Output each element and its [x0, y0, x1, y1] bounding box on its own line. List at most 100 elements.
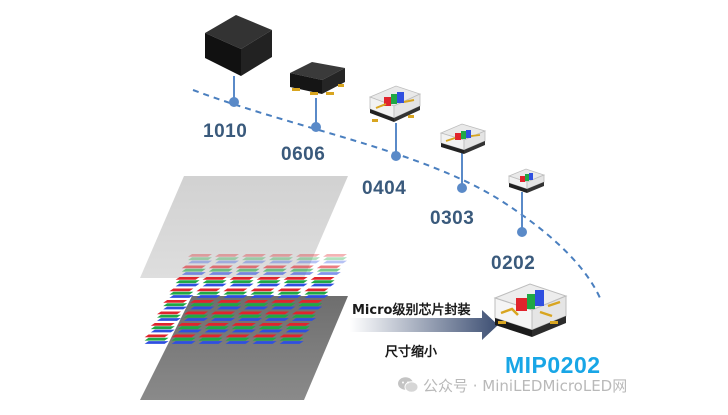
connector-0303: [457, 152, 467, 193]
led-stripe: [279, 337, 304, 341]
led-stripe: [258, 326, 283, 330]
led-stripe: [262, 268, 287, 272]
led-stripe: [229, 283, 254, 287]
led-stripe: [208, 272, 233, 275]
led-stripe: [163, 303, 188, 307]
led-stripe: [304, 291, 329, 295]
led-stripe: [238, 311, 262, 315]
led-stripe: [188, 254, 212, 257]
led-stripe: [304, 295, 329, 298]
led-stripe: [310, 277, 335, 280]
led-stripe: [171, 341, 196, 344]
led-stripe: [163, 300, 188, 303]
led-stripe: [323, 257, 347, 261]
led-stripe: [242, 257, 266, 261]
led-stripe: [244, 306, 269, 310]
led-stripe: [231, 323, 256, 326]
arrow-top-label: Micro级别芯片封装: [352, 303, 471, 318]
led-stripe: [211, 318, 235, 321]
led-stripe: [250, 291, 275, 295]
led-stripe: [262, 265, 287, 269]
led-stripe: [229, 280, 254, 284]
led-stripe: [217, 300, 242, 303]
led-stripe: [283, 277, 308, 280]
led-stripe: [289, 265, 314, 269]
connector-0404: [391, 123, 401, 161]
led-stripe: [289, 268, 314, 272]
led-stripe: [202, 283, 227, 287]
led-stripe: [296, 257, 320, 261]
wechat-icon: [398, 377, 419, 393]
led-stripe: [204, 326, 229, 330]
led-stripe: [244, 300, 269, 303]
led-stripe: [169, 295, 194, 298]
led-stripe: [285, 326, 310, 330]
led-stripe: [292, 314, 316, 318]
led-stripe: [215, 257, 239, 261]
led-stripe: [150, 323, 175, 326]
size-label-1010: 1010: [203, 121, 248, 142]
size-trend-curve: [192, 89, 601, 299]
led-stripe: [231, 329, 256, 333]
led-stripe: [271, 300, 296, 303]
size-label-0202: 0202: [491, 253, 536, 274]
led-stripe: [258, 323, 283, 326]
led-stripe: [223, 295, 248, 298]
led-stripe: [177, 329, 202, 333]
substrate-panel: [140, 296, 348, 400]
led-stripe: [258, 329, 283, 333]
led-stripe: [196, 295, 221, 298]
led-stripe: [252, 341, 277, 344]
led-stripe: [171, 337, 196, 341]
led-stripe: [198, 341, 223, 344]
arrow-bottom-label: 尺寸缩小: [385, 345, 438, 360]
led-stripe: [188, 260, 212, 264]
watermark-text: 公众号 · MiniLEDMicroLED网: [423, 377, 628, 395]
led-stripe: [256, 277, 281, 280]
led-stripe: [262, 272, 287, 275]
led-stripe: [310, 283, 335, 287]
led-stripe: [190, 303, 215, 307]
led-stripe: [190, 306, 215, 310]
led-stripe: [163, 306, 188, 310]
led-stripe: [250, 288, 275, 292]
led-stripe: [175, 280, 200, 284]
led-stripe: [181, 265, 206, 269]
led-stripe: [242, 260, 266, 264]
led-stripe: [252, 337, 277, 341]
led-stripe: [217, 303, 242, 307]
led-stripe: [157, 311, 181, 315]
led-stripe: [225, 334, 250, 338]
led-stripe: [271, 303, 296, 307]
led-stripe: [196, 291, 221, 295]
led-stripe: [235, 265, 260, 269]
led-stripe: [250, 295, 275, 298]
led-stripe: [316, 265, 341, 269]
led-stripe: [202, 280, 227, 284]
led-stripe: [204, 329, 229, 333]
led-stripe: [238, 314, 262, 318]
led-stripe: [223, 288, 248, 292]
led-stripe: [277, 291, 302, 295]
led-stripe: [169, 291, 194, 295]
led-stripe: [292, 311, 316, 315]
shrink-arrow: [350, 310, 498, 340]
connector-1010: [229, 76, 239, 107]
led-stripe: [310, 280, 335, 284]
led-stripe: [265, 314, 289, 318]
led-stripe: [215, 254, 239, 257]
led-stripe: [177, 323, 202, 326]
watermark: 公众号 · MiniLEDMicroLED网: [397, 375, 627, 396]
led-stripe: [256, 280, 281, 284]
led-stripe: [285, 323, 310, 326]
led-stripe: [184, 314, 208, 318]
chip-0606-icon: [290, 62, 345, 95]
led-stripe: [292, 318, 316, 321]
led-stripe: [211, 314, 235, 318]
led-stripe: [269, 257, 293, 261]
led-stripe: [144, 334, 169, 338]
led-stripe: [177, 326, 202, 330]
chip-0404-icon: [368, 85, 422, 122]
led-stripe: [225, 341, 250, 344]
size-label-0606: 0606: [281, 144, 326, 165]
